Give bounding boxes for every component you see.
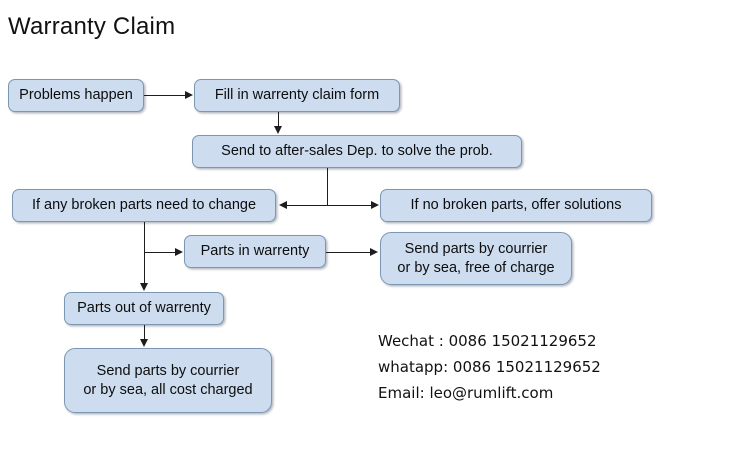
edge-split-to-brokenno-line: [327, 205, 372, 206]
edge-brokenyes-to-outwarranty-arrowhead: [139, 283, 148, 291]
edge-split-to-brokenyes-line: [287, 205, 328, 206]
edge-outwarranty-to-shipcharged-arrowhead: [139, 339, 148, 347]
node-parts-in-warranty[interactable]: Parts in warrenty: [184, 235, 326, 268]
edge-fillform-to-aftersales-line: [278, 112, 279, 127]
node-no-broken-parts-offer-solutions[interactable]: If no broken parts, offer solutions: [380, 189, 652, 222]
edge-inwarranty-to-shipfree-arrowhead: [370, 248, 378, 256]
page-title: Warranty Claim: [8, 13, 176, 40]
edge-brokenyes-to-inwarranty-line: [144, 252, 176, 253]
contact-whatsapp: whatapp: 0086 15021129652: [378, 358, 601, 376]
node-ship-free-of-charge[interactable]: Send parts by courrier or by sea, free o…: [380, 232, 572, 285]
edge-problems-to-fillform-line: [144, 95, 186, 96]
contact-wechat: Wechat : 0086 15021129652: [378, 332, 597, 350]
node-ship-all-cost-charged[interactable]: Send parts by courrier or by sea, all co…: [64, 348, 272, 413]
edge-brokenyes-stem: [144, 222, 145, 284]
node-send-to-after-sales[interactable]: Send to after-sales Dep. to solve the pr…: [192, 135, 522, 168]
node-broken-parts-need-change[interactable]: If any broken parts need to change: [12, 189, 276, 222]
edge-split-to-brokenyes-arrowhead: [279, 201, 287, 209]
node-problems-happen[interactable]: Problems happen: [8, 79, 144, 112]
edge-brokenyes-to-inwarranty-arrowhead: [175, 248, 183, 256]
node-fill-claim-form[interactable]: Fill in warrenty claim form: [194, 79, 400, 112]
edge-problems-to-fillform-arrowhead: [185, 91, 193, 99]
edge-fillform-to-aftersales-arrowhead: [273, 126, 282, 134]
edge-split-to-brokenno-arrowhead: [371, 201, 379, 209]
node-parts-out-of-warranty[interactable]: Parts out of warrenty: [64, 292, 224, 325]
contact-block: Wechat : 0086 15021129652 whatapp: 0086 …: [378, 328, 601, 406]
contact-email: Email: leo@rumlift.com: [378, 384, 554, 402]
edge-outwarranty-to-shipcharged-line: [144, 325, 145, 340]
edge-inwarranty-to-shipfree-line: [326, 252, 371, 253]
edge-aftersales-split-stem: [327, 168, 328, 206]
